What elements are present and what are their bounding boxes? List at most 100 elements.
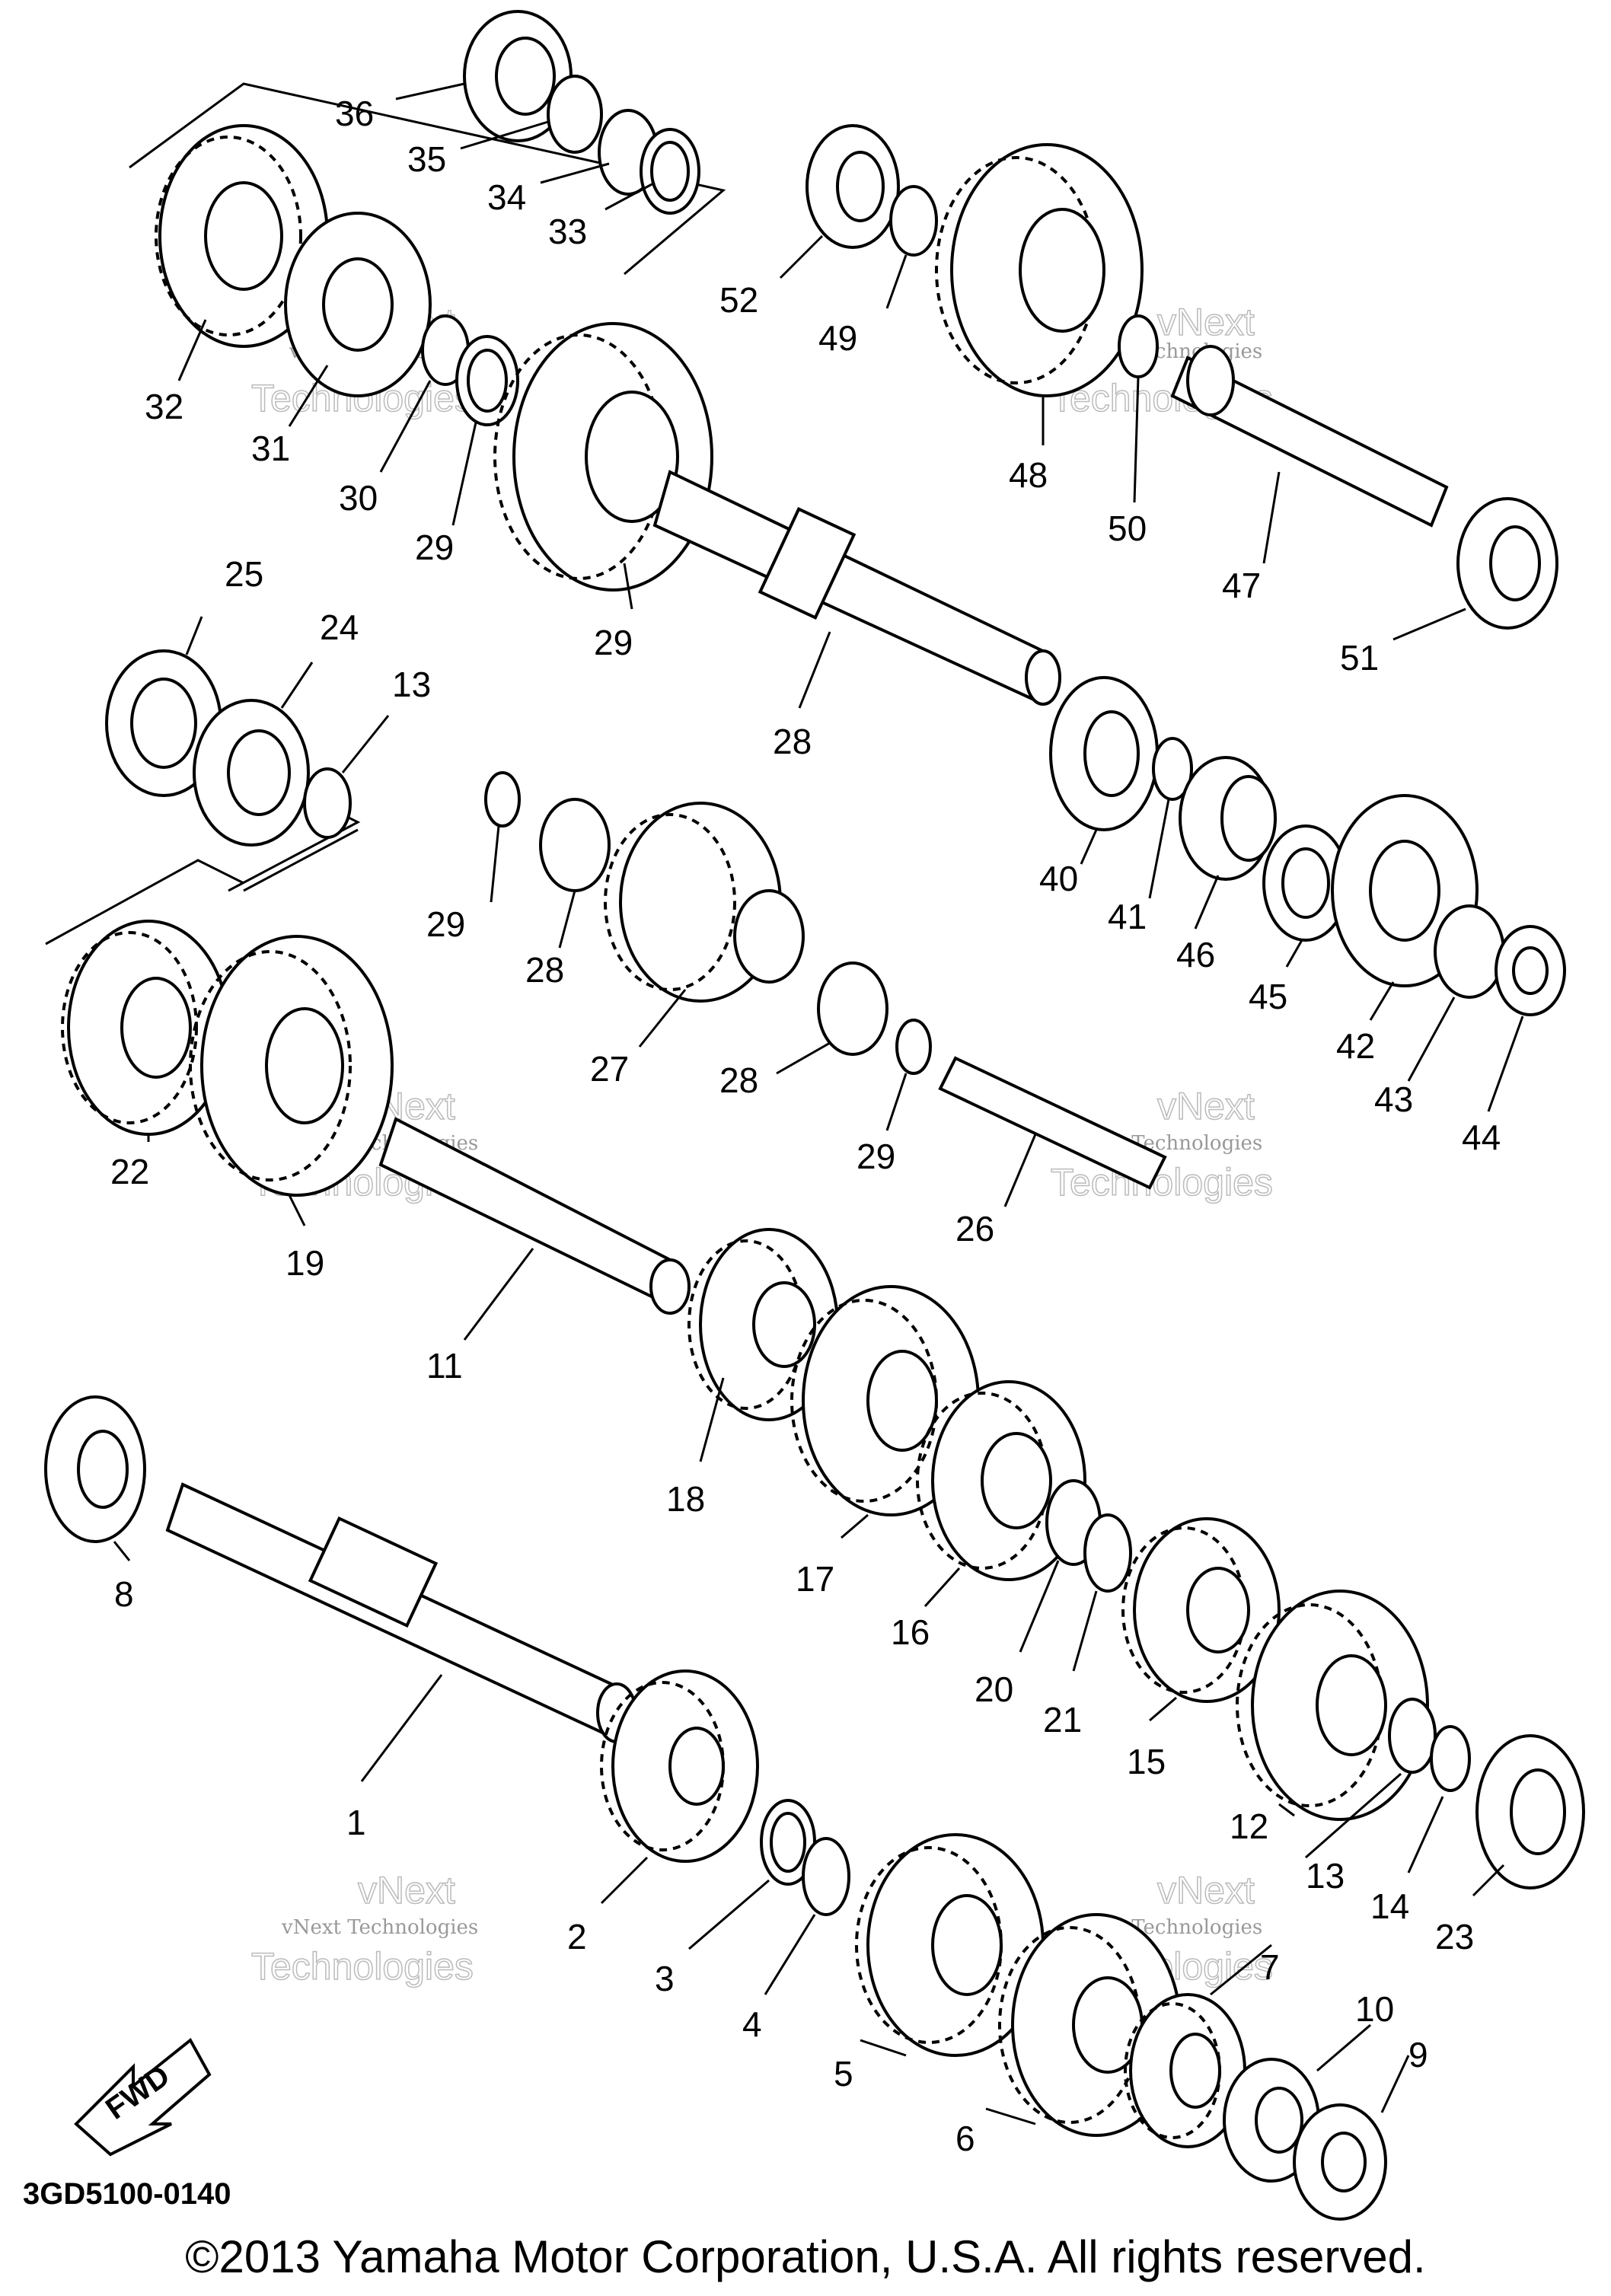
- bearing-24: [193, 699, 310, 847]
- clip-14: [1430, 1725, 1471, 1792]
- label-11: 11: [426, 1346, 463, 1386]
- label-50: 50: [1108, 509, 1147, 548]
- label-5: 5: [834, 2054, 853, 2094]
- label-33: 30: [339, 478, 378, 518]
- label-39: 36: [335, 94, 374, 133]
- label-31: 29: [594, 623, 633, 662]
- watermark-2: vNext Technologies vNext Technologies: [1050, 300, 1273, 420]
- label-29-lower: 29: [857, 1137, 895, 1176]
- washer-13-lower: [1388, 1698, 1437, 1774]
- leader-lines: [113, 82, 1524, 2125]
- washer-32: [455, 335, 519, 426]
- label-30: 28: [773, 722, 812, 761]
- label-34: 31: [251, 429, 290, 468]
- nut-44: [1495, 925, 1566, 1016]
- bearing-52: [806, 124, 900, 249]
- parts: [44, 10, 1585, 2221]
- svg-text:vNext: vNext: [358, 1869, 455, 1912]
- shaft-47: [1170, 345, 1449, 528]
- frame-mid-left-3: [243, 828, 359, 892]
- svg-text:Technologies: Technologies: [251, 1945, 474, 1988]
- label-12: 12: [1230, 1807, 1268, 1846]
- clip-38: [547, 75, 603, 154]
- part-number-labels: 36 35 34 33 32 31 30 29 29 28 52 49 48 5…: [110, 94, 1501, 2158]
- svg-text:vNext: vNext: [1157, 301, 1255, 343]
- washer-49: [889, 185, 938, 257]
- gear-19: [189, 935, 394, 1197]
- label-36: 33: [548, 212, 587, 251]
- gear-31: [493, 322, 713, 592]
- gear-34: [284, 212, 432, 397]
- label-42: 42: [1336, 1026, 1375, 1066]
- frame-mid-left: [45, 859, 244, 946]
- label-28-upper: 28: [525, 950, 564, 990]
- label-49: 49: [818, 318, 857, 358]
- bearing-28-lower: [817, 961, 888, 1056]
- shaft-11: [378, 1117, 691, 1315]
- label-37: 34: [487, 177, 526, 217]
- shaft-1: [165, 1482, 637, 1743]
- washer-29-upper: [484, 771, 521, 828]
- label-28-lower: 28: [719, 1060, 758, 1100]
- washer-3: [760, 1799, 816, 1886]
- clip-13-upper: [303, 767, 352, 839]
- seal-9: [1293, 2103, 1387, 2221]
- label-19: 19: [286, 1243, 324, 1283]
- label-7: 7: [1260, 1947, 1280, 1987]
- watermark-5: vNext Technologies vNext Technologies: [250, 1868, 478, 1988]
- clip-4: [802, 1837, 850, 1916]
- label-35: 32: [145, 387, 183, 426]
- label-15: 15: [1127, 1742, 1166, 1781]
- label-1: 1: [346, 1803, 366, 1842]
- frame-top-left: [129, 82, 726, 276]
- label-23: 23: [1435, 1917, 1474, 1956]
- label-52: 52: [719, 280, 758, 320]
- gear-5: [855, 1833, 1045, 2057]
- label-21: 21: [1043, 1700, 1082, 1740]
- label-20: 20: [975, 1669, 1013, 1709]
- copyright-footer: ©2013 Yamaha Motor Corporation, U.S.A. A…: [185, 2231, 1425, 2282]
- gear-15: [1121, 1517, 1281, 1703]
- shaft-30: [652, 470, 1061, 706]
- gear-12: [1236, 1590, 1429, 1821]
- washer-36: [640, 128, 700, 215]
- gear-2: [600, 1669, 759, 1863]
- bearing-8: [44, 1395, 146, 1543]
- label-3: 3: [655, 1959, 675, 1998]
- svg-text:vNext Technologies: vNext Technologies: [281, 1916, 478, 1939]
- label-47: 47: [1222, 566, 1261, 605]
- label-38: 35: [407, 139, 446, 179]
- bearing-28-upper: [539, 798, 611, 892]
- label-48: 48: [1009, 455, 1048, 495]
- washer-43: [1434, 904, 1505, 999]
- label-40: 40: [1039, 859, 1078, 898]
- label-4: 4: [742, 2004, 762, 2044]
- label-18: 18: [666, 1479, 705, 1519]
- label-32: 29: [415, 528, 454, 567]
- label-27: 27: [590, 1049, 629, 1089]
- gear-7: [1124, 1993, 1246, 2148]
- bearing-39: [463, 10, 573, 142]
- label-16: 16: [891, 1612, 930, 1652]
- svg-text:Technologies: Technologies: [1051, 1161, 1273, 1204]
- label-14: 14: [1370, 1886, 1409, 1926]
- fwd-arrow: FWD: [74, 2037, 212, 2157]
- label-2: 2: [567, 1917, 587, 1956]
- label-17: 17: [796, 1559, 834, 1599]
- shaft-26: [938, 1056, 1167, 1190]
- gear-18: [687, 1228, 839, 1421]
- label-8: 8: [114, 1574, 134, 1614]
- svg-text:vNext: vNext: [1157, 1869, 1255, 1912]
- label-44: 44: [1462, 1118, 1501, 1157]
- washer-29-lower: [895, 1019, 932, 1075]
- label-9: 9: [1408, 2035, 1428, 2074]
- label-22: 22: [110, 1152, 149, 1191]
- bearing-51: [1456, 497, 1558, 630]
- label-46: 46: [1176, 935, 1215, 974]
- clip-41: [1152, 737, 1193, 801]
- label-45: 45: [1249, 977, 1287, 1016]
- label-13-lower: 13: [1306, 1856, 1345, 1896]
- label-25: 25: [225, 554, 263, 594]
- bearing-40: [1049, 676, 1159, 831]
